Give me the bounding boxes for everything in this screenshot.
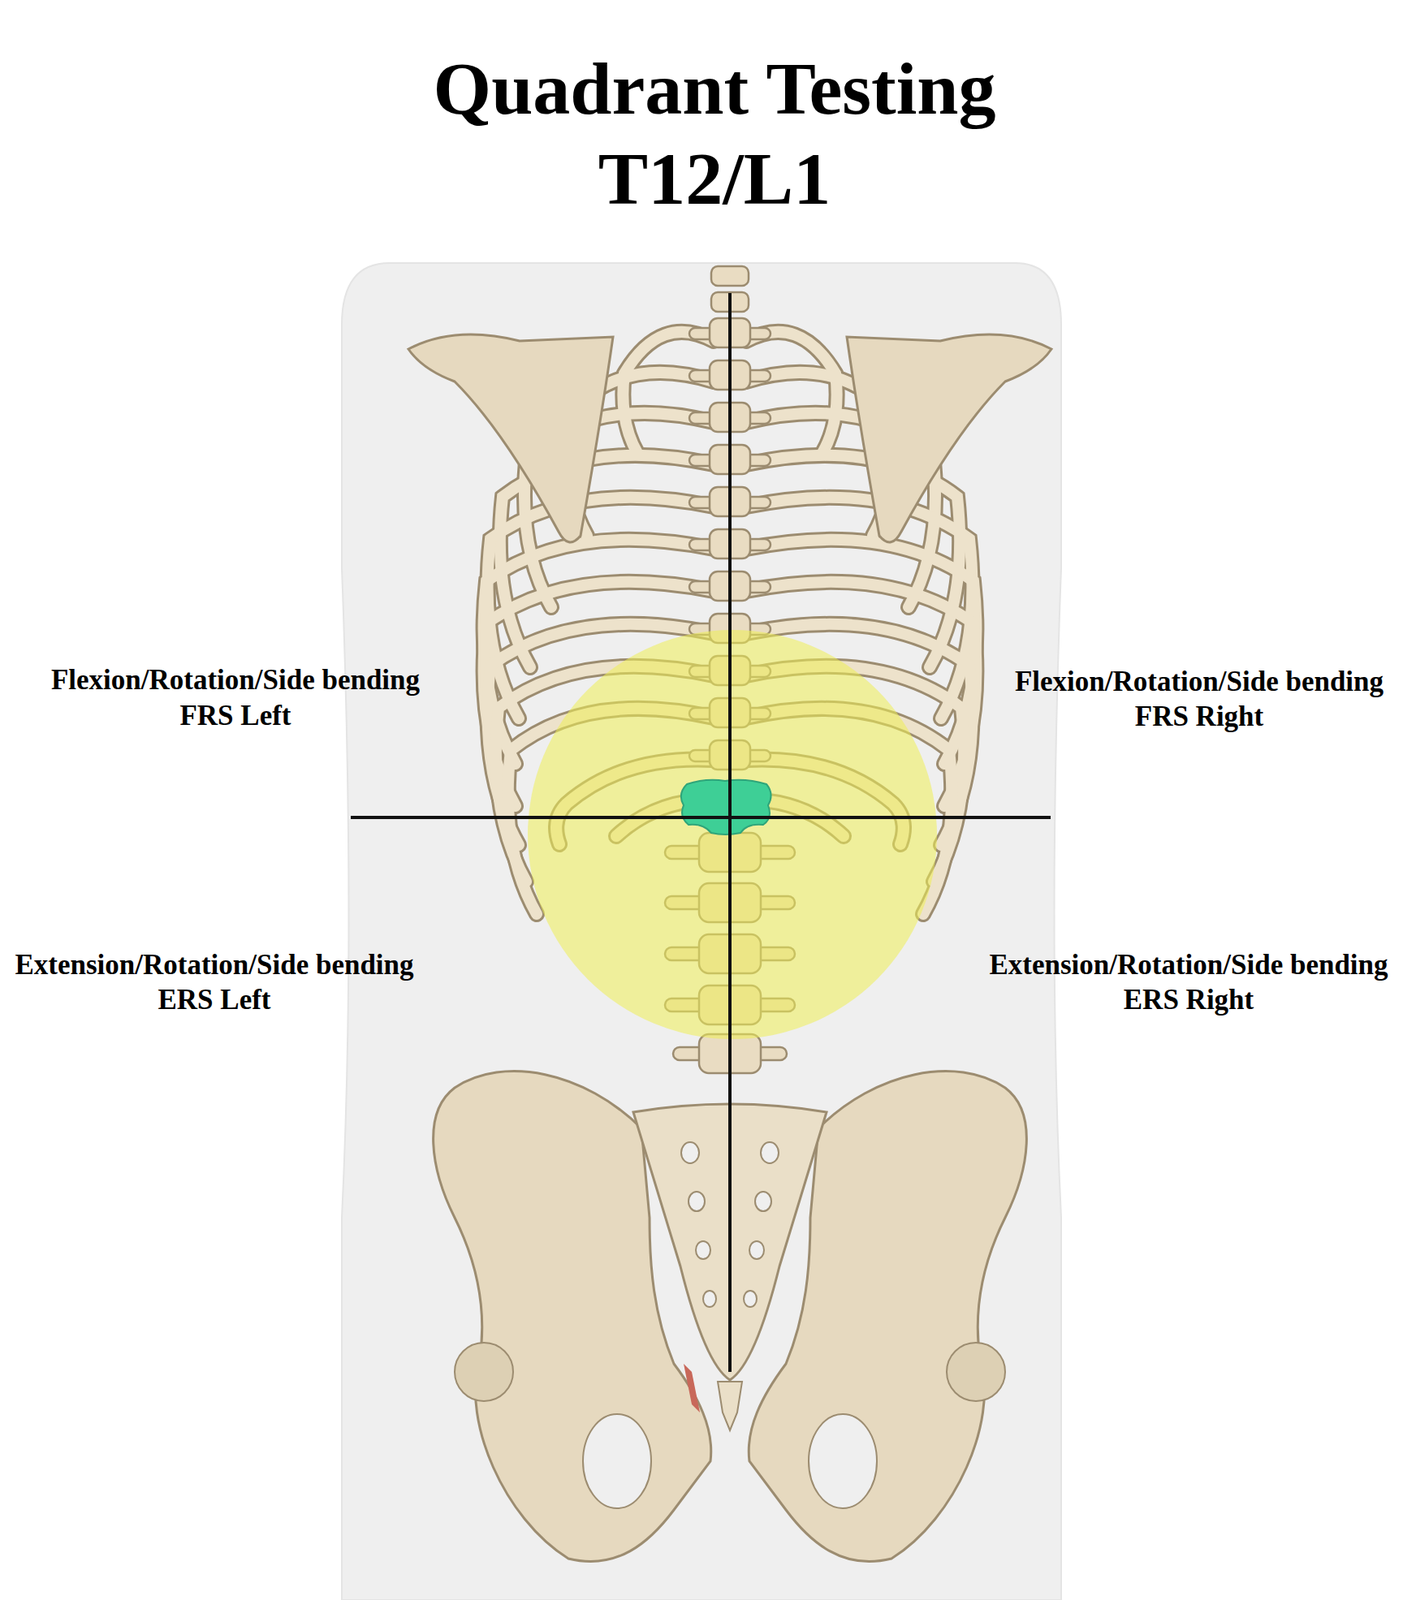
quadrant-code: ERS Right (1123, 983, 1254, 1018)
foramen (688, 1191, 705, 1212)
t12-vertebra (681, 780, 772, 835)
foramen (695, 1241, 711, 1260)
quadrant-description: Extension/Rotation/Side bending (988, 948, 1388, 983)
vertebra (711, 266, 749, 286)
foramen (755, 1191, 772, 1212)
acetabulum (946, 1342, 1006, 1402)
title: Quadrant Testing T12/L1 (405, 43, 1024, 225)
foramen (749, 1241, 765, 1260)
quadrant-code: FRS Left (179, 699, 291, 734)
muscle (683, 1364, 700, 1413)
foramen (743, 1290, 757, 1308)
foramen (760, 1142, 779, 1164)
coccyx (717, 1381, 743, 1431)
vertical-axis (728, 293, 732, 1373)
quadrant-description: Extension/Rotation/Side bending (14, 948, 414, 983)
horizontal-axis (350, 815, 1051, 820)
obturator-foramen (808, 1414, 877, 1509)
quadrant-description: Flexion/Rotation/Side bending (1014, 664, 1384, 700)
highlight-circle (527, 630, 937, 1040)
body-silhouette (341, 263, 1062, 1600)
acetabulum (454, 1342, 514, 1402)
quadrant-description: Flexion/Rotation/Side bending (51, 663, 420, 698)
quadrant-code: FRS Right (1135, 699, 1265, 734)
scapula (846, 334, 1052, 543)
quadrant-code: ERS Left (157, 983, 271, 1018)
foramen (681, 1142, 700, 1164)
foramen (703, 1290, 717, 1308)
obturator-foramen (582, 1414, 652, 1509)
scapula (408, 334, 614, 543)
